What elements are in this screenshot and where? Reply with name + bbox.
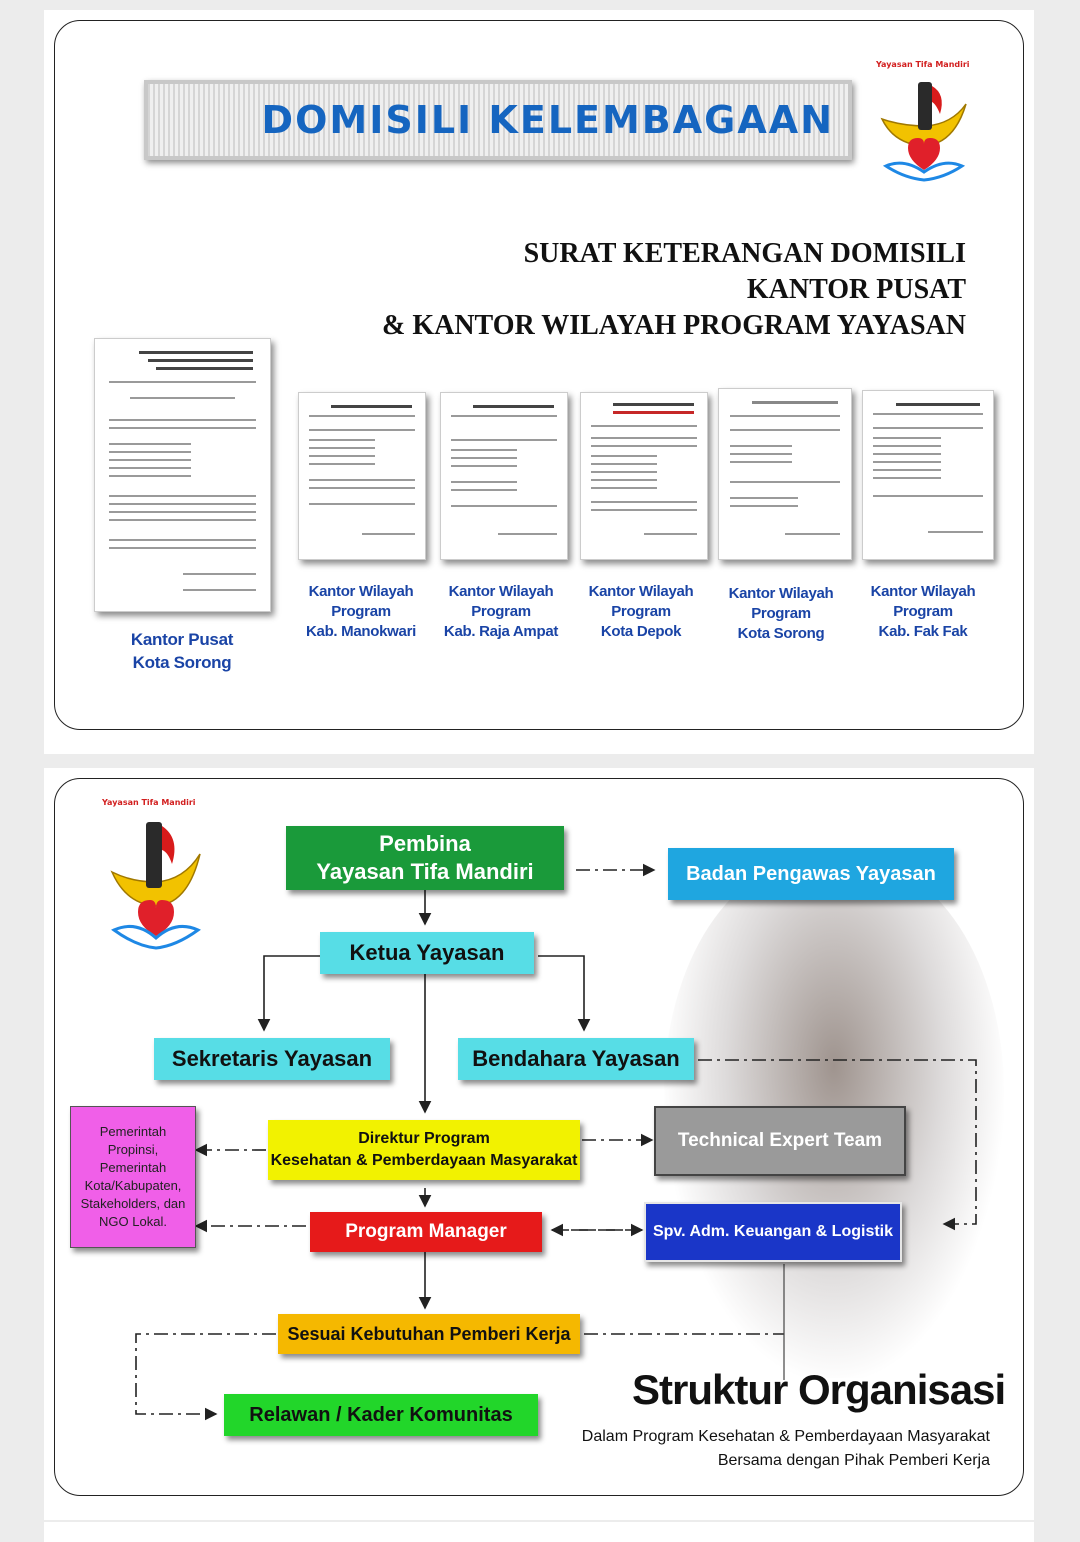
box-label: Sekretaris Yayasan xyxy=(171,1046,373,1071)
box-pengawas: Badan Pengawas Yayasan xyxy=(668,848,954,900)
box-label: Kesehatan & Pemberdayaan Masyarakat xyxy=(270,1152,578,1169)
box-label: Ketua Yayasan xyxy=(349,940,505,965)
box-label: Program Manager xyxy=(345,1221,507,1242)
box-manager: Program Manager xyxy=(310,1212,542,1252)
box-label: Kota/Kabupaten, xyxy=(84,1178,182,1193)
caption-line: Program xyxy=(611,603,671,620)
box-bendahara: Bendahara Yayasan xyxy=(458,1038,694,1080)
caption-fak-fak: Kantor Wilayah Program Kab. Fak Fak xyxy=(858,582,988,642)
caption-line: Program xyxy=(893,603,953,620)
box-ketua: Ketua Yayasan xyxy=(320,932,534,974)
document-fak-fak xyxy=(862,390,994,560)
struktur-subtitle-1: Dalam Program Kesehatan & Pemberdayaan M… xyxy=(581,1428,990,1445)
box-sesuai: Sesuai Kebutuhan Pemberi Kerja xyxy=(278,1314,580,1354)
heading-line-1: SURAT KETERANGAN DOMISILI xyxy=(523,238,966,269)
caption-manokwari: Kantor Wilayah Program Kab. Manokwari xyxy=(296,582,426,642)
caption-line: Kantor Wilayah xyxy=(728,585,834,602)
document-head-office xyxy=(94,338,271,612)
heading-line-3: & KANTOR WILAYAH PROGRAM YAYASAN xyxy=(382,310,966,341)
box-relawan: Relawan / Kader Komunitas xyxy=(224,1394,538,1436)
document-depok xyxy=(580,392,708,560)
caption-kota-sorong: Kantor Wilayah Program Kota Sorong xyxy=(716,584,846,644)
org-connectors xyxy=(135,863,977,1421)
box-label: Pemerintah xyxy=(99,1124,167,1139)
caption-line: Program xyxy=(331,603,391,620)
box-label: Direktur Program xyxy=(358,1130,490,1147)
box-label: Stakeholders, dan xyxy=(80,1196,186,1211)
box-label: Sesuai Kebutuhan Pemberi Kerja xyxy=(287,1323,571,1344)
page-struktur: Yayasan Tifa Mandiri xyxy=(44,768,1034,1520)
caption-line: Kab. Fak Fak xyxy=(878,623,968,640)
caption-raja-ampat: Kantor Wilayah Program Kab. Raja Ampat xyxy=(436,582,566,642)
caption-line: Program xyxy=(471,603,531,620)
caption-line: Kantor Wilayah xyxy=(448,583,554,600)
tifa-logo-icon xyxy=(880,82,967,182)
box-label: NGO Lokal. xyxy=(99,1214,167,1229)
caption-line: Kantor Pusat xyxy=(130,630,234,649)
caption-line: Kota Depok xyxy=(600,623,682,640)
box-pembina: Pembina Yayasan Tifa Mandiri xyxy=(286,826,564,890)
page-domisili: DOMISILI KELEMBAGAAN Yayasan Tifa Mandir… xyxy=(44,10,1034,754)
caption-depok: Kantor Wilayah Program Kota Depok xyxy=(576,582,706,642)
banner: DOMISILI KELEMBAGAAN xyxy=(144,80,852,160)
heading-line-2: KANTOR PUSAT xyxy=(746,274,966,305)
document-kota-sorong xyxy=(718,388,852,560)
brand-text: Yayasan Tifa Mandiri xyxy=(876,60,970,69)
caption-line: Program xyxy=(751,605,811,622)
caption-line: Kota Sorong xyxy=(132,653,232,672)
box-label: Relawan / Kader Komunitas xyxy=(249,1403,513,1426)
page-next xyxy=(44,1522,1034,1542)
box-label: Technical Expert Team xyxy=(677,1130,883,1151)
caption-line: Kantor Wilayah xyxy=(588,583,694,600)
caption-head-office: Kantor Pusat Kota Sorong xyxy=(114,628,250,674)
box-direktur: Direktur Program Kesehatan & Pemberdayaa… xyxy=(268,1120,580,1180)
box-label: Badan Pengawas Yayasan xyxy=(686,862,936,885)
box-label: Yayasan Tifa Mandiri xyxy=(316,859,534,884)
box-label: Propinsi, xyxy=(107,1142,159,1157)
caption-line: Kab. Manokwari xyxy=(306,623,416,640)
box-spv: Spv. Adm. Keuangan & Logistik xyxy=(644,1202,902,1262)
banner-title: DOMISILI KELEMBAGAAN xyxy=(261,98,834,142)
box-label: Pemerintah xyxy=(99,1160,167,1175)
document-manokwari xyxy=(298,392,426,560)
box-label: Spv. Adm. Keuangan & Logistik xyxy=(652,1223,894,1240)
struktur-subtitle-2: Bersama dengan Pihak Pemberi Kerja xyxy=(717,1452,990,1469)
tifa-logo-icon xyxy=(110,822,201,950)
box-label: Pembina xyxy=(379,831,471,856)
struktur-title: Struktur Organisasi xyxy=(632,1366,1006,1413)
box-label: Bendahara Yayasan xyxy=(472,1046,680,1071)
box-sekretaris: Sekretaris Yayasan xyxy=(154,1038,390,1080)
box-technical: Technical Expert Team xyxy=(654,1106,906,1176)
page-frame xyxy=(54,778,1024,1496)
caption-line: Kantor Wilayah xyxy=(870,583,976,600)
caption-line: Kab. Raja Ampat xyxy=(443,623,559,640)
page-frame xyxy=(54,20,1024,730)
caption-line: Kantor Wilayah xyxy=(308,583,414,600)
caption-line: Kota Sorong xyxy=(737,625,825,642)
box-pemerintah: Pemerintah Propinsi, Pemerintah Kota/Kab… xyxy=(70,1106,196,1248)
brand-text: Yayasan Tifa Mandiri xyxy=(102,798,196,807)
document-raja-ampat xyxy=(440,392,568,560)
